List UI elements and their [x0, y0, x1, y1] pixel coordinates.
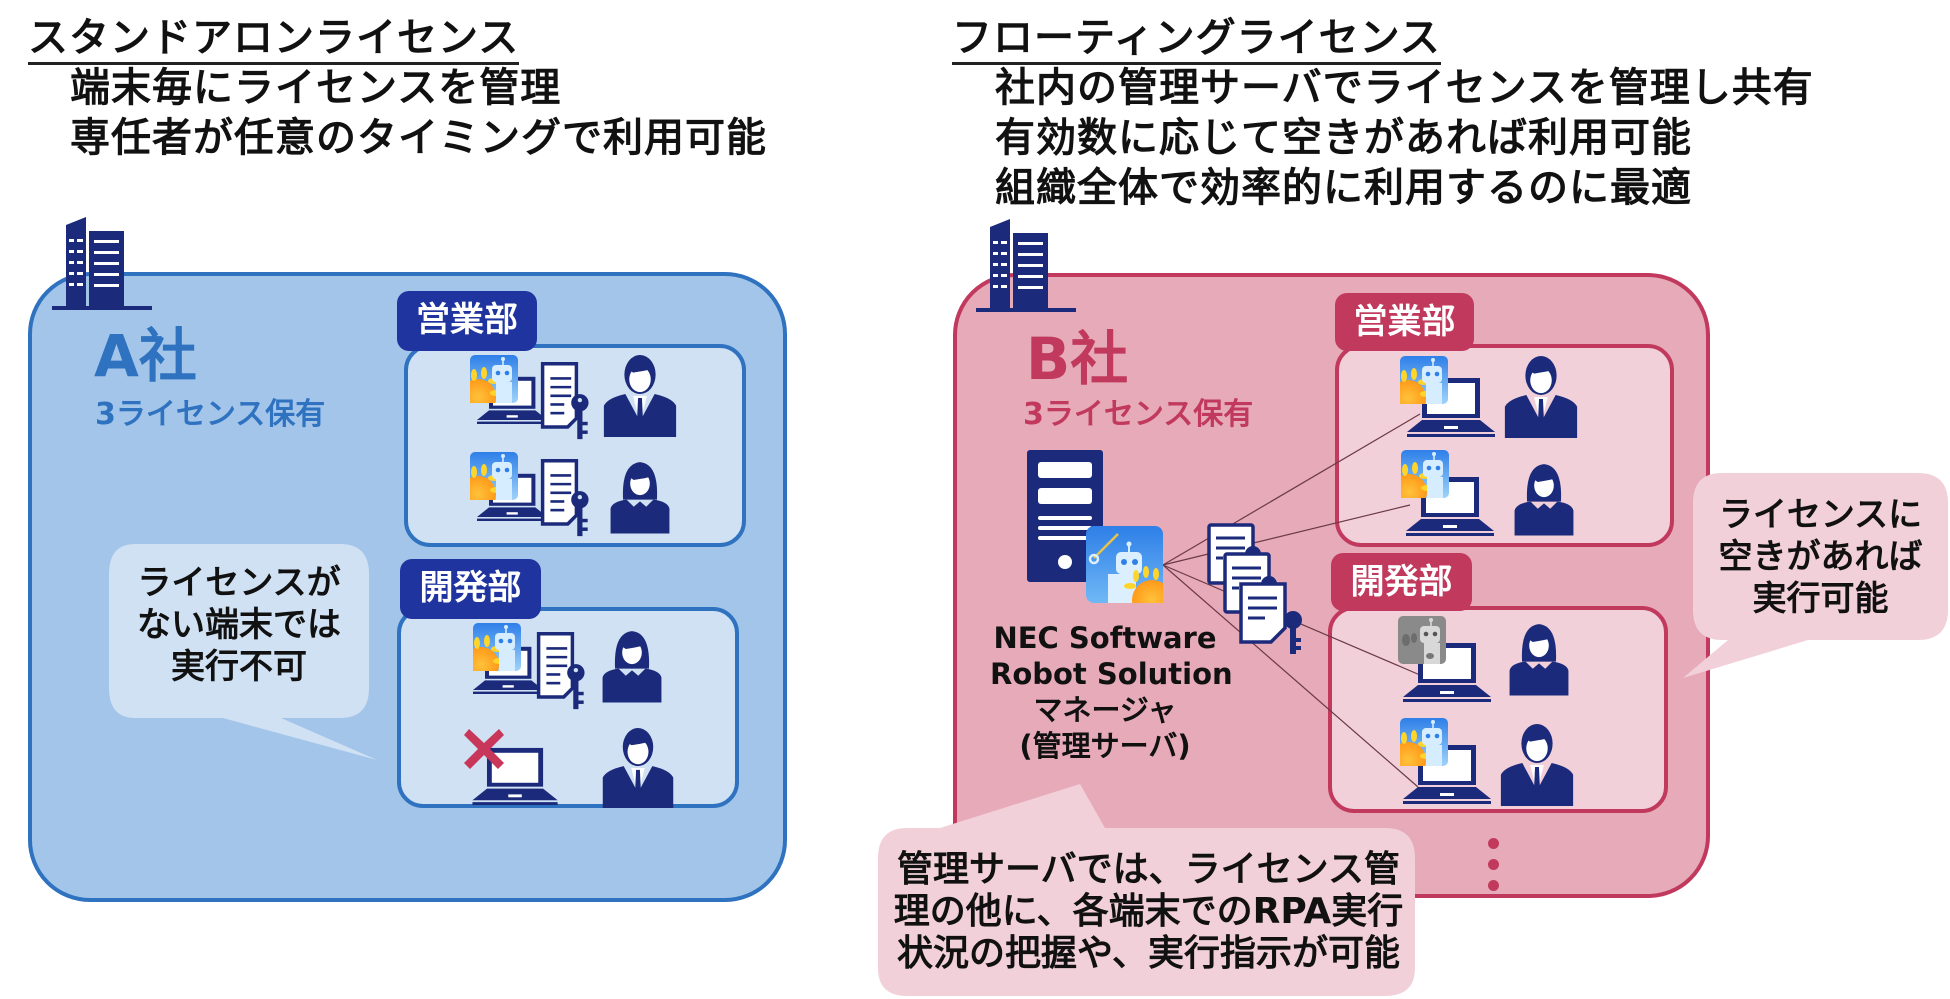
terminal-sales-a-2: [470, 450, 680, 542]
robot-app-icon: [470, 355, 518, 403]
callout-bubble-right: [1683, 473, 1948, 678]
license-documents-icon: [1207, 523, 1302, 654]
robot-app-icon: [1401, 450, 1449, 498]
callout-a-line-2: ない端末では: [137, 605, 341, 645]
license-key-document-icon: [536, 631, 588, 711]
dot: [1488, 880, 1499, 891]
callout-bubble-a: [109, 544, 377, 760]
robot-app-icon: [473, 623, 521, 671]
company-b-licenses: 3ライセンス保有: [1023, 397, 1254, 432]
dot: [1488, 838, 1499, 849]
terminal-dev-b-2: [1400, 718, 1610, 808]
deny-x-icon: [464, 729, 504, 769]
callout-bottom-line-3: 状況の把握や、実行指示が可能: [897, 933, 1400, 974]
dept-label-dev-a: 開発部: [400, 559, 541, 619]
terminal-dev-a-1: [473, 623, 683, 715]
callout-a-line-1: ライセンスが: [137, 563, 341, 603]
standalone-point-1: 端末毎にライセンスを管理: [70, 65, 562, 111]
person-man-icon: [603, 355, 677, 437]
dept-label-sales-a: 営業部: [397, 291, 537, 351]
manager-label-line-4: (管理サーバ): [1019, 729, 1191, 763]
manager-robot-icon: [1086, 526, 1163, 603]
manager-label-line-2: Robot Solution: [990, 657, 1233, 691]
robot-app-icon: [1400, 356, 1448, 404]
dept-label-sales-b: 営業部: [1335, 293, 1474, 351]
server-icon: [1027, 450, 1103, 582]
robot-app-icon: [470, 452, 518, 500]
person-woman-icon: [1506, 616, 1572, 700]
terminal-sales-b-1: [1400, 356, 1610, 446]
person-man-icon: [1500, 724, 1574, 806]
terminal-sales-a-1: [470, 355, 680, 445]
person-woman-icon: [1511, 456, 1577, 540]
manager-label: NEC Software Robot Solution マネージャ (管理サーバ…: [990, 620, 1233, 764]
dept-label-dev-b: 開発部: [1331, 553, 1472, 611]
manager-label-line-1: NEC Software: [993, 621, 1217, 655]
company-a-licenses: 3ライセンス保有: [95, 397, 326, 432]
more-departments-indicator: [1488, 838, 1500, 891]
building-icon: [52, 217, 152, 310]
company-a-name: A社: [94, 322, 197, 390]
terminal-dev-a-2-unlicensed: [463, 728, 693, 808]
license-key-document-icon: [540, 458, 592, 538]
company-b-name: B社: [1026, 325, 1129, 393]
person-man-icon: [1504, 356, 1578, 438]
callout-a-line-3: 実行不可: [171, 647, 307, 687]
terminal-sales-b-2: [1401, 450, 1611, 542]
floating-point-1: 社内の管理サーバでライセンスを管理し共有: [995, 65, 1814, 111]
callout-right-line-3: 実行可能: [1752, 579, 1889, 619]
license-key-document-icon: [540, 361, 592, 441]
person-woman-icon: [607, 454, 673, 538]
standalone-title: スタンドアロンライセンス: [28, 14, 520, 65]
floating-point-2: 有効数に応じて空きがあれば利用可能: [995, 115, 1692, 161]
callout-bottom-line-1: 管理サーバでは、ライセンス管: [897, 849, 1400, 890]
dot: [1488, 859, 1499, 870]
callout-right-text: ライセンスに 空きがあれば 実行可能: [1693, 494, 1948, 620]
floating-point-3: 組織全体で効率的に利用するのに最適: [995, 165, 1692, 211]
callout-bottom-text: 管理サーバでは、ライセンス管 理の他に、各端末でのRPA実行 状況の把握や、実行…: [880, 849, 1417, 975]
robot-app-icon: [1400, 718, 1448, 766]
manager-label-line-3: マネージャ: [1033, 693, 1177, 727]
floating-title: フローティングライセンス: [952, 14, 1441, 65]
callout-right-line-1: ライセンスに: [1718, 495, 1923, 535]
standalone-point-2: 専任者が任意のタイミングで利用可能: [70, 115, 767, 161]
robot-app-icon-inactive: [1398, 616, 1446, 664]
callout-a-text: ライセンスが ない端末では 実行不可: [110, 562, 368, 688]
person-man-icon: [601, 728, 675, 808]
callout-right-line-2: 空きがあれば: [1718, 537, 1923, 577]
person-woman-icon: [599, 623, 665, 707]
callout-bottom-line-2: 理の他に、各端末でのRPA実行: [893, 891, 1404, 932]
building-icon: [976, 219, 1076, 312]
callout-bubble-bottom: [878, 784, 1415, 996]
terminal-dev-b-1-idle: [1398, 616, 1608, 708]
